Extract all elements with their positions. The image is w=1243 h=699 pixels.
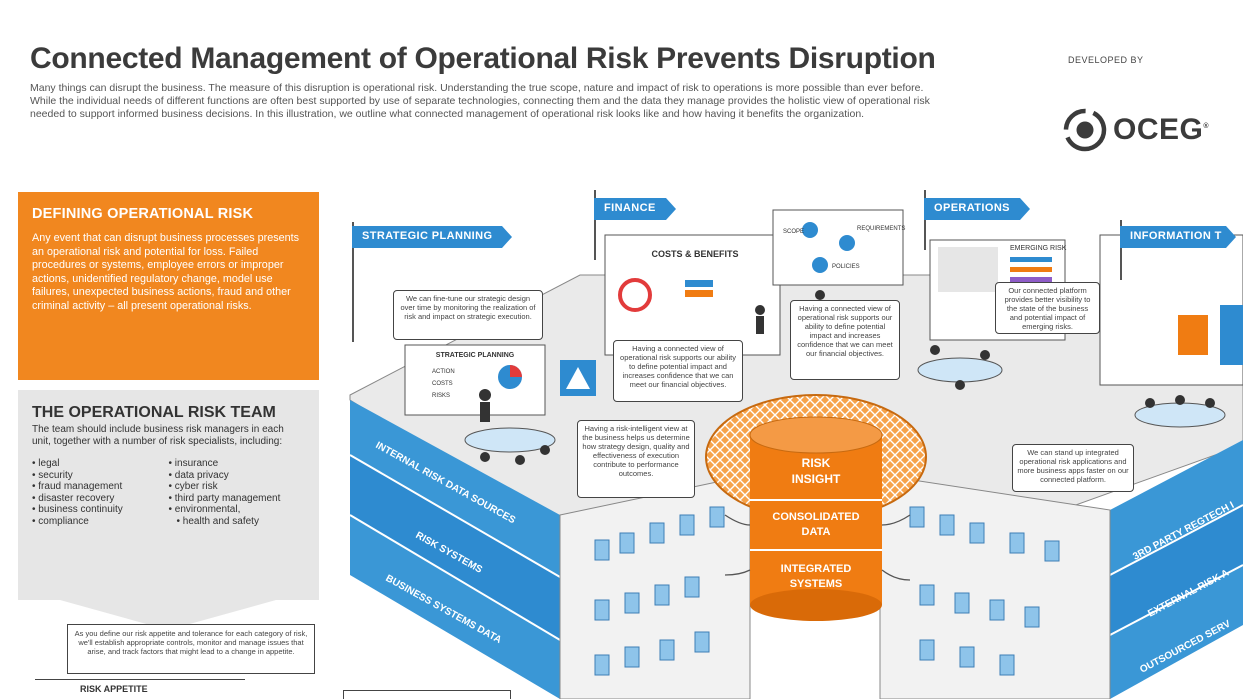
right-band-bot [1110, 565, 1243, 699]
search-icon [802, 222, 818, 238]
finance-pole [594, 190, 596, 260]
bubble-emerging: Our connected platform provides better v… [995, 282, 1100, 334]
bubble-info: We can stand up integrated operational r… [1012, 444, 1134, 492]
left-servers [594, 506, 725, 676]
list-item: fraud management [32, 481, 169, 493]
list-item: compliance [32, 516, 169, 528]
cycle-icon [618, 278, 652, 312]
developed-by-label: DEVELOPED BY [1068, 55, 1144, 65]
team-list-right: insurance data privacy cyber risk third … [169, 458, 306, 527]
bubble-finance: Having a connected view of operational r… [613, 340, 743, 402]
emerging-risk-label: EMERGING RISK [1010, 245, 1067, 252]
center-label-systems: SYSTEMS [790, 578, 843, 590]
list-item: business continuity [32, 504, 169, 516]
operations-pole [924, 190, 926, 250]
right-band-top [1110, 440, 1243, 575]
left-band-bot [350, 515, 560, 699]
tag-information: INFORMATION T [1120, 226, 1236, 248]
central-cylinder [750, 435, 882, 605]
strategic-mini-label: STRATEGIC PLANNING [436, 352, 515, 359]
list-item: third party management [169, 493, 306, 505]
left-band-top [350, 400, 560, 577]
risk-team-panel: THE OPERATIONAL RISK TEAM The team shoul… [18, 390, 319, 600]
mini-row-3: RISKS [432, 393, 450, 399]
list-item: data privacy [169, 470, 306, 482]
intro-paragraph: Many things can disrupt the business. Th… [30, 82, 930, 120]
defining-body: Any event that can disrupt business proc… [32, 232, 300, 312]
strategic-pole [352, 222, 354, 342]
center-label-risk: RISK [802, 456, 831, 470]
people-group [464, 290, 1226, 465]
list-item: cyber risk [169, 481, 306, 493]
list-item: health and safety [169, 516, 306, 528]
mini-row-2: COSTS [432, 381, 453, 387]
list-item: security [32, 470, 169, 482]
team-list-left: legal security fraud management disaster… [32, 458, 169, 527]
center-label-integrated: INTEGRATED [781, 563, 852, 575]
team-title: THE OPERATIONAL RISK TEAM [32, 404, 276, 421]
policies-label: POLICIES [832, 264, 860, 270]
right-servers [909, 506, 1060, 676]
tag-finance: FINANCE [594, 198, 676, 220]
list-item: legal [32, 458, 169, 470]
scope-label: SCOPE [783, 229, 804, 235]
oceg-logo[interactable]: OCEG® [1063, 108, 1209, 152]
appetite-note-bubble: As you define our risk appetite and tole… [67, 624, 315, 674]
strategic-mini-panel [404, 344, 546, 416]
operational-risk-diagram: INTERNAL RISK DATA SOURCES RISK SYSTEMS … [349, 209, 1243, 699]
oceg-logo-text: OCEG® [1113, 113, 1210, 146]
center-label-consolidated: CONSOLIDATED [772, 511, 859, 523]
mini-row-1: ACTION [432, 369, 455, 375]
center-label-insight: INSIGHT [792, 472, 841, 486]
bubble-strategic: We can fine-tune our strategic design ov… [393, 290, 543, 340]
oceg-logo-icon [1063, 108, 1107, 152]
list-item: environmental, [169, 504, 306, 516]
center-label-data: DATA [802, 526, 831, 538]
list-item: disaster recovery [32, 493, 169, 505]
bubble-intelligent: Having a risk-intelligent view at the bu… [577, 420, 695, 498]
costs-label: COSTS & BENEFITS [651, 249, 738, 259]
bottom-box-fragment [343, 690, 511, 699]
defining-title: DEFINING OPERATIONAL RISK [32, 206, 254, 222]
bubble-requirements: Having a connected view of operational r… [790, 300, 900, 380]
info-pole [1120, 220, 1122, 280]
requirements-label: REQUIREMENTS [857, 226, 905, 232]
policy-icon [839, 235, 855, 251]
info-panel [1099, 234, 1243, 386]
tag-operations: OPERATIONS [924, 198, 1030, 220]
defining-operational-risk-panel: DEFINING OPERATIONAL RISK Any event that… [18, 192, 319, 380]
team-subtitle: The team should include business risk ma… [32, 424, 284, 447]
right-server-well [879, 474, 1111, 699]
appetite-bar [35, 679, 245, 699]
gear-icon [812, 257, 828, 273]
page-title: Connected Management of Operational Risk… [30, 42, 936, 75]
list-item: insurance [169, 458, 306, 470]
risk-appetite-label: RISK APPETITE [80, 684, 148, 694]
requirements-panel [772, 209, 904, 286]
left-band-mid [350, 455, 560, 640]
right-band-mid [1110, 505, 1243, 635]
tag-strategic-planning: STRATEGIC PLANNING [352, 226, 513, 248]
